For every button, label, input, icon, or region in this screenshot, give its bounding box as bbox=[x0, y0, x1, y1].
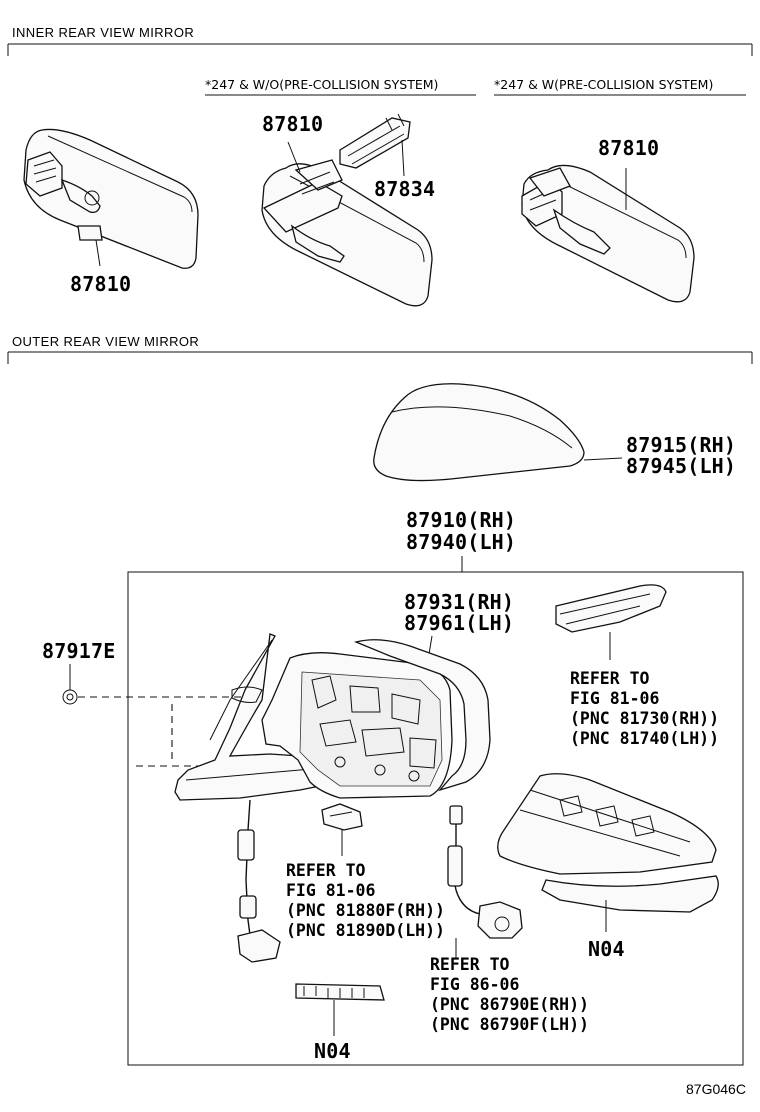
mirror-motor-part bbox=[321, 803, 363, 856]
svg-text:REFER TO: REFER TO bbox=[286, 861, 366, 880]
svg-text:REFER TO: REFER TO bbox=[570, 669, 650, 688]
part-number-n04-a: N04 bbox=[314, 1039, 351, 1063]
lower-cover bbox=[497, 773, 719, 932]
svg-text:FIG 81-06: FIG 81-06 bbox=[286, 881, 375, 900]
svg-text:FIG 81-06: FIG 81-06 bbox=[570, 689, 659, 708]
mirror-housing bbox=[261, 652, 453, 799]
part-number-87834: 87834 bbox=[374, 177, 435, 201]
section-title-outer: OUTER REAR VIEW MIRROR bbox=[12, 334, 199, 349]
svg-text:(PNC 81880F(RH)): (PNC 81880F(RH)) bbox=[286, 901, 445, 920]
part-number-87915: 87915(RH) bbox=[626, 433, 736, 457]
note-with-pcs: *247 & W(PRE-COLLISION SYSTEM) bbox=[494, 77, 713, 92]
svg-text:(PNC 86790E(RH)): (PNC 86790E(RH)) bbox=[430, 995, 589, 1014]
inner-mirror-1 bbox=[23, 128, 199, 269]
refer-label-1: REFER TO FIG 81-06 (PNC 81730(RH)) (PNC … bbox=[570, 669, 719, 748]
part-number-n04-b: N04 bbox=[588, 937, 625, 961]
section-title-inner: INNER REAR VIEW MIRROR bbox=[12, 25, 194, 40]
part-number-87931: 87931(RH) bbox=[404, 590, 514, 614]
inner-mirror-3 bbox=[521, 164, 695, 303]
camera-harness bbox=[447, 805, 523, 958]
mirror-cover bbox=[373, 383, 623, 482]
svg-text:(PNC 81730(RH)): (PNC 81730(RH)) bbox=[570, 709, 719, 728]
part-number-87810-b: 87810 bbox=[262, 112, 323, 136]
svg-text:(PNC 86790F(LH)): (PNC 86790F(LH)) bbox=[430, 1015, 589, 1034]
clip-strip bbox=[295, 983, 385, 1036]
mirror-glass bbox=[353, 639, 491, 792]
inner-mirror-2 bbox=[261, 113, 433, 307]
part-number-87810-c: 87810 bbox=[598, 136, 659, 160]
part-number-87910: 87910(RH) bbox=[406, 508, 516, 532]
part-number-87917e: 87917E bbox=[42, 639, 115, 663]
svg-text:FIG 86-06: FIG 86-06 bbox=[430, 975, 519, 994]
assembly-box bbox=[127, 571, 744, 1066]
refer-label-2: REFER TO FIG 81-06 (PNC 81880F(RH)) (PNC… bbox=[286, 861, 445, 940]
part-number-87961: 87961(LH) bbox=[404, 611, 514, 635]
svg-text:(PNC 81740(LH)): (PNC 81740(LH)) bbox=[570, 729, 719, 748]
note-without-pcs: *247 & W/O(PRE-COLLISION SYSTEM) bbox=[205, 77, 438, 92]
nut-icon bbox=[62, 689, 78, 705]
refer-label-3: REFER TO FIG 86-06 (PNC 86790E(RH)) (PNC… bbox=[430, 955, 589, 1034]
part-number-87810-a: 87810 bbox=[70, 272, 131, 296]
part-number-87940: 87940(LH) bbox=[406, 530, 516, 554]
turn-signal-lamp bbox=[555, 584, 667, 660]
svg-text:(PNC 81890D(LH)): (PNC 81890D(LH)) bbox=[286, 921, 445, 940]
diagram-code: 87G046C bbox=[686, 1081, 746, 1097]
part-number-87945: 87945(LH) bbox=[626, 454, 736, 478]
svg-text:REFER TO: REFER TO bbox=[430, 955, 510, 974]
wire-harness-left bbox=[237, 799, 281, 963]
